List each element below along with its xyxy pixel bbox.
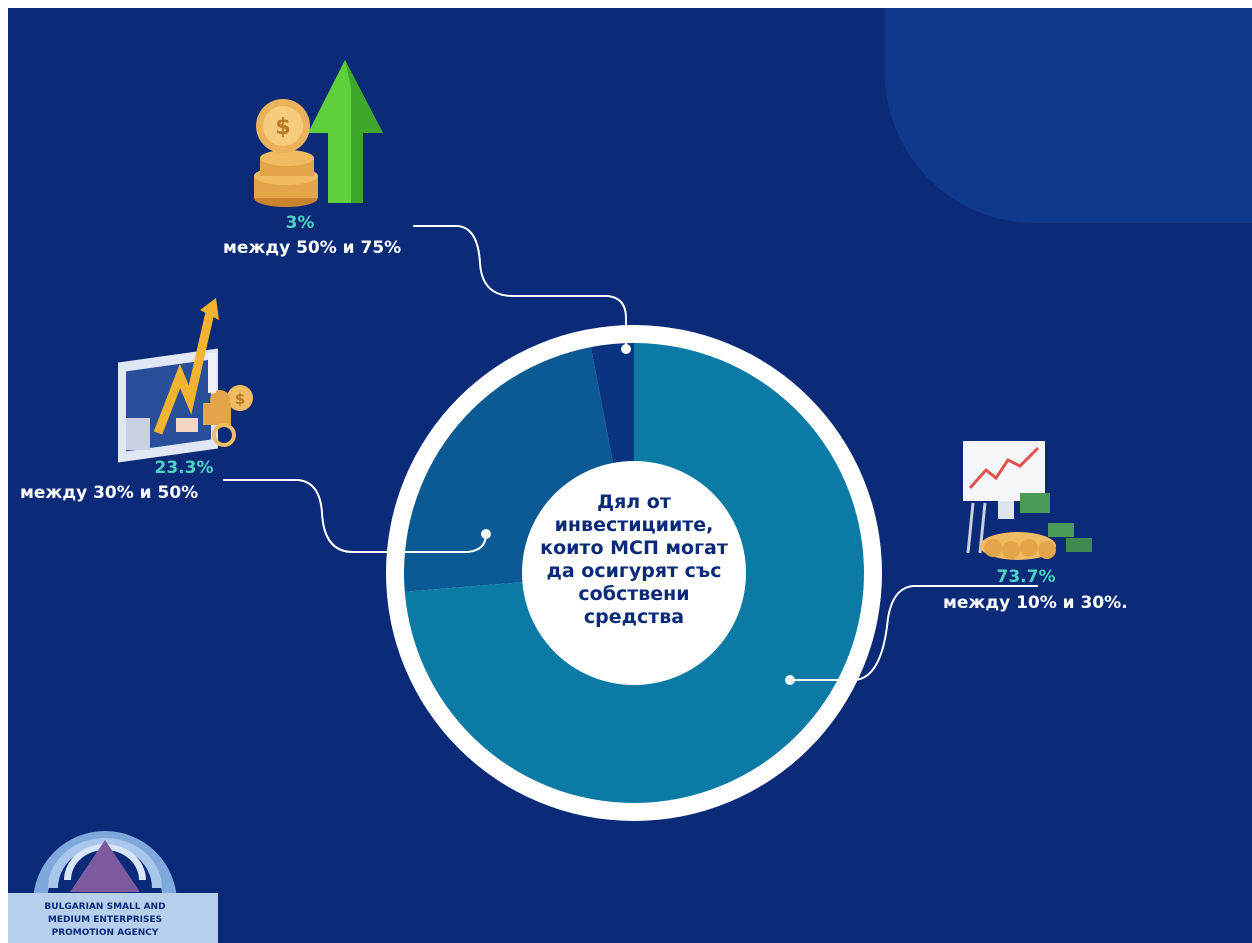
leader-dot-23pct <box>481 529 491 539</box>
leader-line-73pct <box>790 585 1038 681</box>
leader-dot-73pct <box>785 675 795 685</box>
center-line-3: които МСП могат <box>540 537 728 559</box>
svg-text:$: $ <box>275 115 290 140</box>
donut-center <box>522 461 746 685</box>
svg-text:$: $ <box>235 390 245 408</box>
growth-chart-icon: $ <box>118 298 253 463</box>
agency-logo: BULGARIAN SMALL AND MEDIUM ENTERPRISES P… <box>8 831 218 943</box>
donut-chart: Дял от инвестициите, които МСП могат да … <box>8 60 1128 943</box>
money-board-icon <box>963 441 1092 560</box>
leader-line-3pct <box>413 225 627 348</box>
center-line-4: да осигурят със <box>547 560 722 582</box>
logo-line-1: BULGARIAN SMALL AND <box>44 902 165 912</box>
corner-decoration <box>885 8 1252 223</box>
percent-label-3: 3% <box>286 213 315 233</box>
slice-label-23: между 30% и 50% <box>20 483 198 503</box>
center-line-5: собствени <box>578 583 689 605</box>
leader-dots <box>481 344 795 685</box>
percent-label-73: 73.7% <box>997 567 1056 587</box>
coins-arrow-icon: $ <box>254 60 383 207</box>
center-label: Дял от инвестициите, които МСП могат да … <box>540 491 728 628</box>
logo-line-2: MEDIUM ENTERPRISES <box>48 915 162 925</box>
leader-dot-3pct <box>621 344 631 354</box>
leader-lines <box>223 225 1038 681</box>
center-line-2: инвестициите, <box>555 514 714 536</box>
percent-label-23: 23.3% <box>155 458 214 478</box>
center-line-6: средства <box>584 606 684 628</box>
leader-line-23pct <box>223 479 487 553</box>
logo-line-3: PROMOTION AGENCY <box>52 928 159 938</box>
infographic: Дял от инвестициите, които МСП могат да … <box>8 8 1252 943</box>
center-line-1: Дял от <box>597 491 671 513</box>
slice-label-73: между 10% и 30%. <box>943 593 1128 613</box>
slice-label-3: между 50% и 75% <box>223 238 401 258</box>
